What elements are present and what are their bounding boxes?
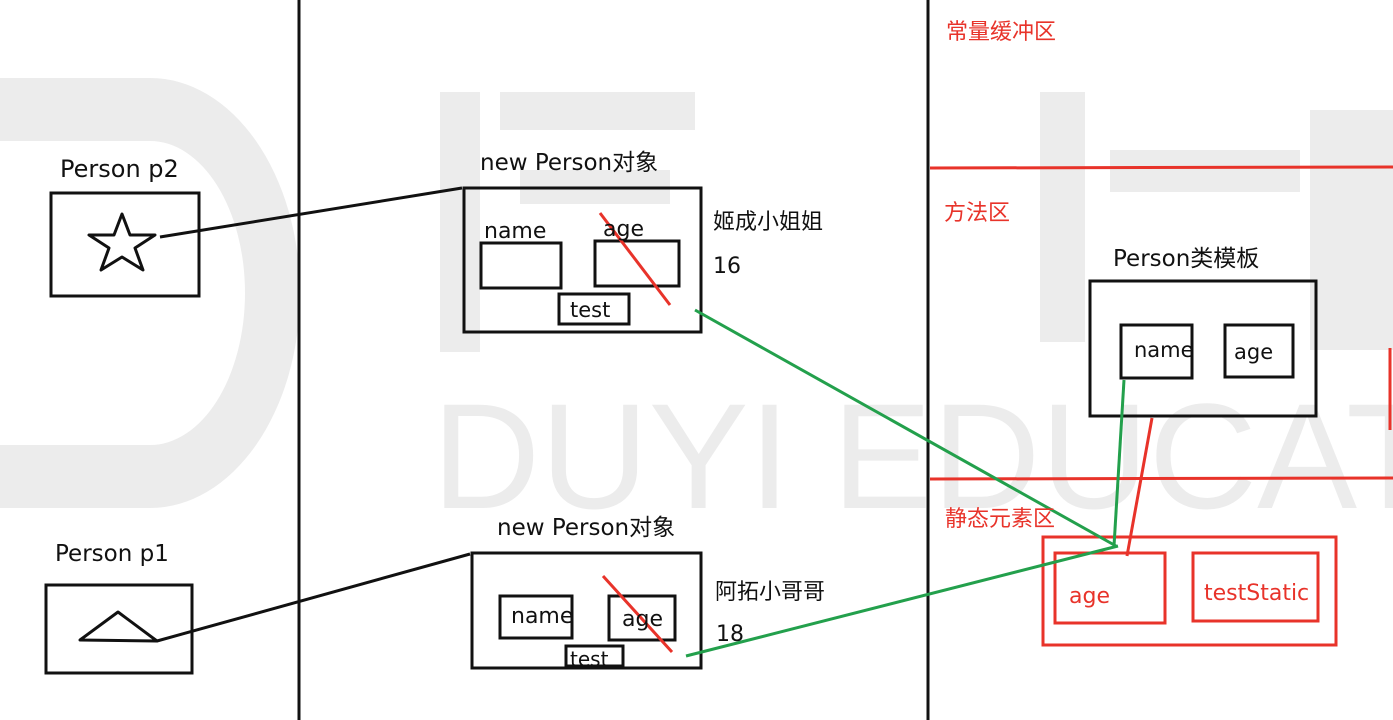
class-template-title: Person类模板 [1113,246,1260,272]
bottom-object-title: new Person对象 [497,515,676,541]
bottom-object-method: test [570,647,609,671]
top-object-age-field: age [603,217,644,242]
static-area-box [1041,535,1338,647]
top-object-box [462,186,703,334]
top-age-strikethrough [598,212,672,306]
p2-reference-line [159,186,463,239]
static-field-testStatic: testStatic [1204,581,1310,606]
p2-variable-box [49,191,201,298]
bottom-object-name-slot [498,594,574,640]
class-template-age-slot [1223,323,1295,379]
class-template-box [1088,279,1318,418]
top-object-test-slot [557,292,631,326]
watermark-logo [0,78,300,508]
bottom-object-static-link [685,544,1119,658]
bottom-object-box [470,551,703,670]
star-icon [87,212,157,272]
top-object-title: new Person对象 [480,150,659,176]
static-field-age: age [1069,584,1110,609]
bottom-object-age-slot [607,594,677,642]
top-object-age-value: 16 [713,254,741,279]
top-object-age-slot [593,239,681,288]
top-object-static-link [694,308,1117,548]
p1-variable-box [44,583,194,675]
static-area-label: 静态元素区 [945,507,1056,532]
triangle-icon [78,610,159,643]
bottom-age-strikethrough [601,574,674,654]
constant-pool-divider [929,165,1393,170]
bottom-object-age-field: age [622,607,663,632]
static-testStatic-slot [1191,551,1320,623]
static-area-divider [929,476,1393,481]
bottom-object-test-slot [564,644,625,668]
class-template-name-slot [1119,323,1194,380]
bottom-object-name-value: 阿拓小哥哥 [715,580,826,605]
template-name-static-link [1112,379,1126,547]
p2-variable-label: Person p2 [60,155,179,183]
top-object-name-field: name [484,219,547,244]
class-template-name-field: name [1134,338,1194,362]
class-template-age-field: age [1234,340,1274,364]
top-object-method: test [570,298,611,322]
p1-variable-label: Person p1 [55,541,169,567]
static-age-slot [1053,551,1167,625]
top-object-name-value: 姬成小姐姐 [713,210,824,235]
bottom-object-age-value: 18 [716,622,744,647]
constant-pool-label: 常量缓冲区 [946,20,1057,45]
top-object-name-slot [479,241,563,290]
bottom-object-name-field: name [511,604,574,629]
template-static-link [1125,417,1154,557]
p1-reference-line [156,552,471,643]
watermark-brand-text: DUYI EDUCATIO [432,372,1393,540]
method-area-label: 方法区 [944,201,1011,226]
